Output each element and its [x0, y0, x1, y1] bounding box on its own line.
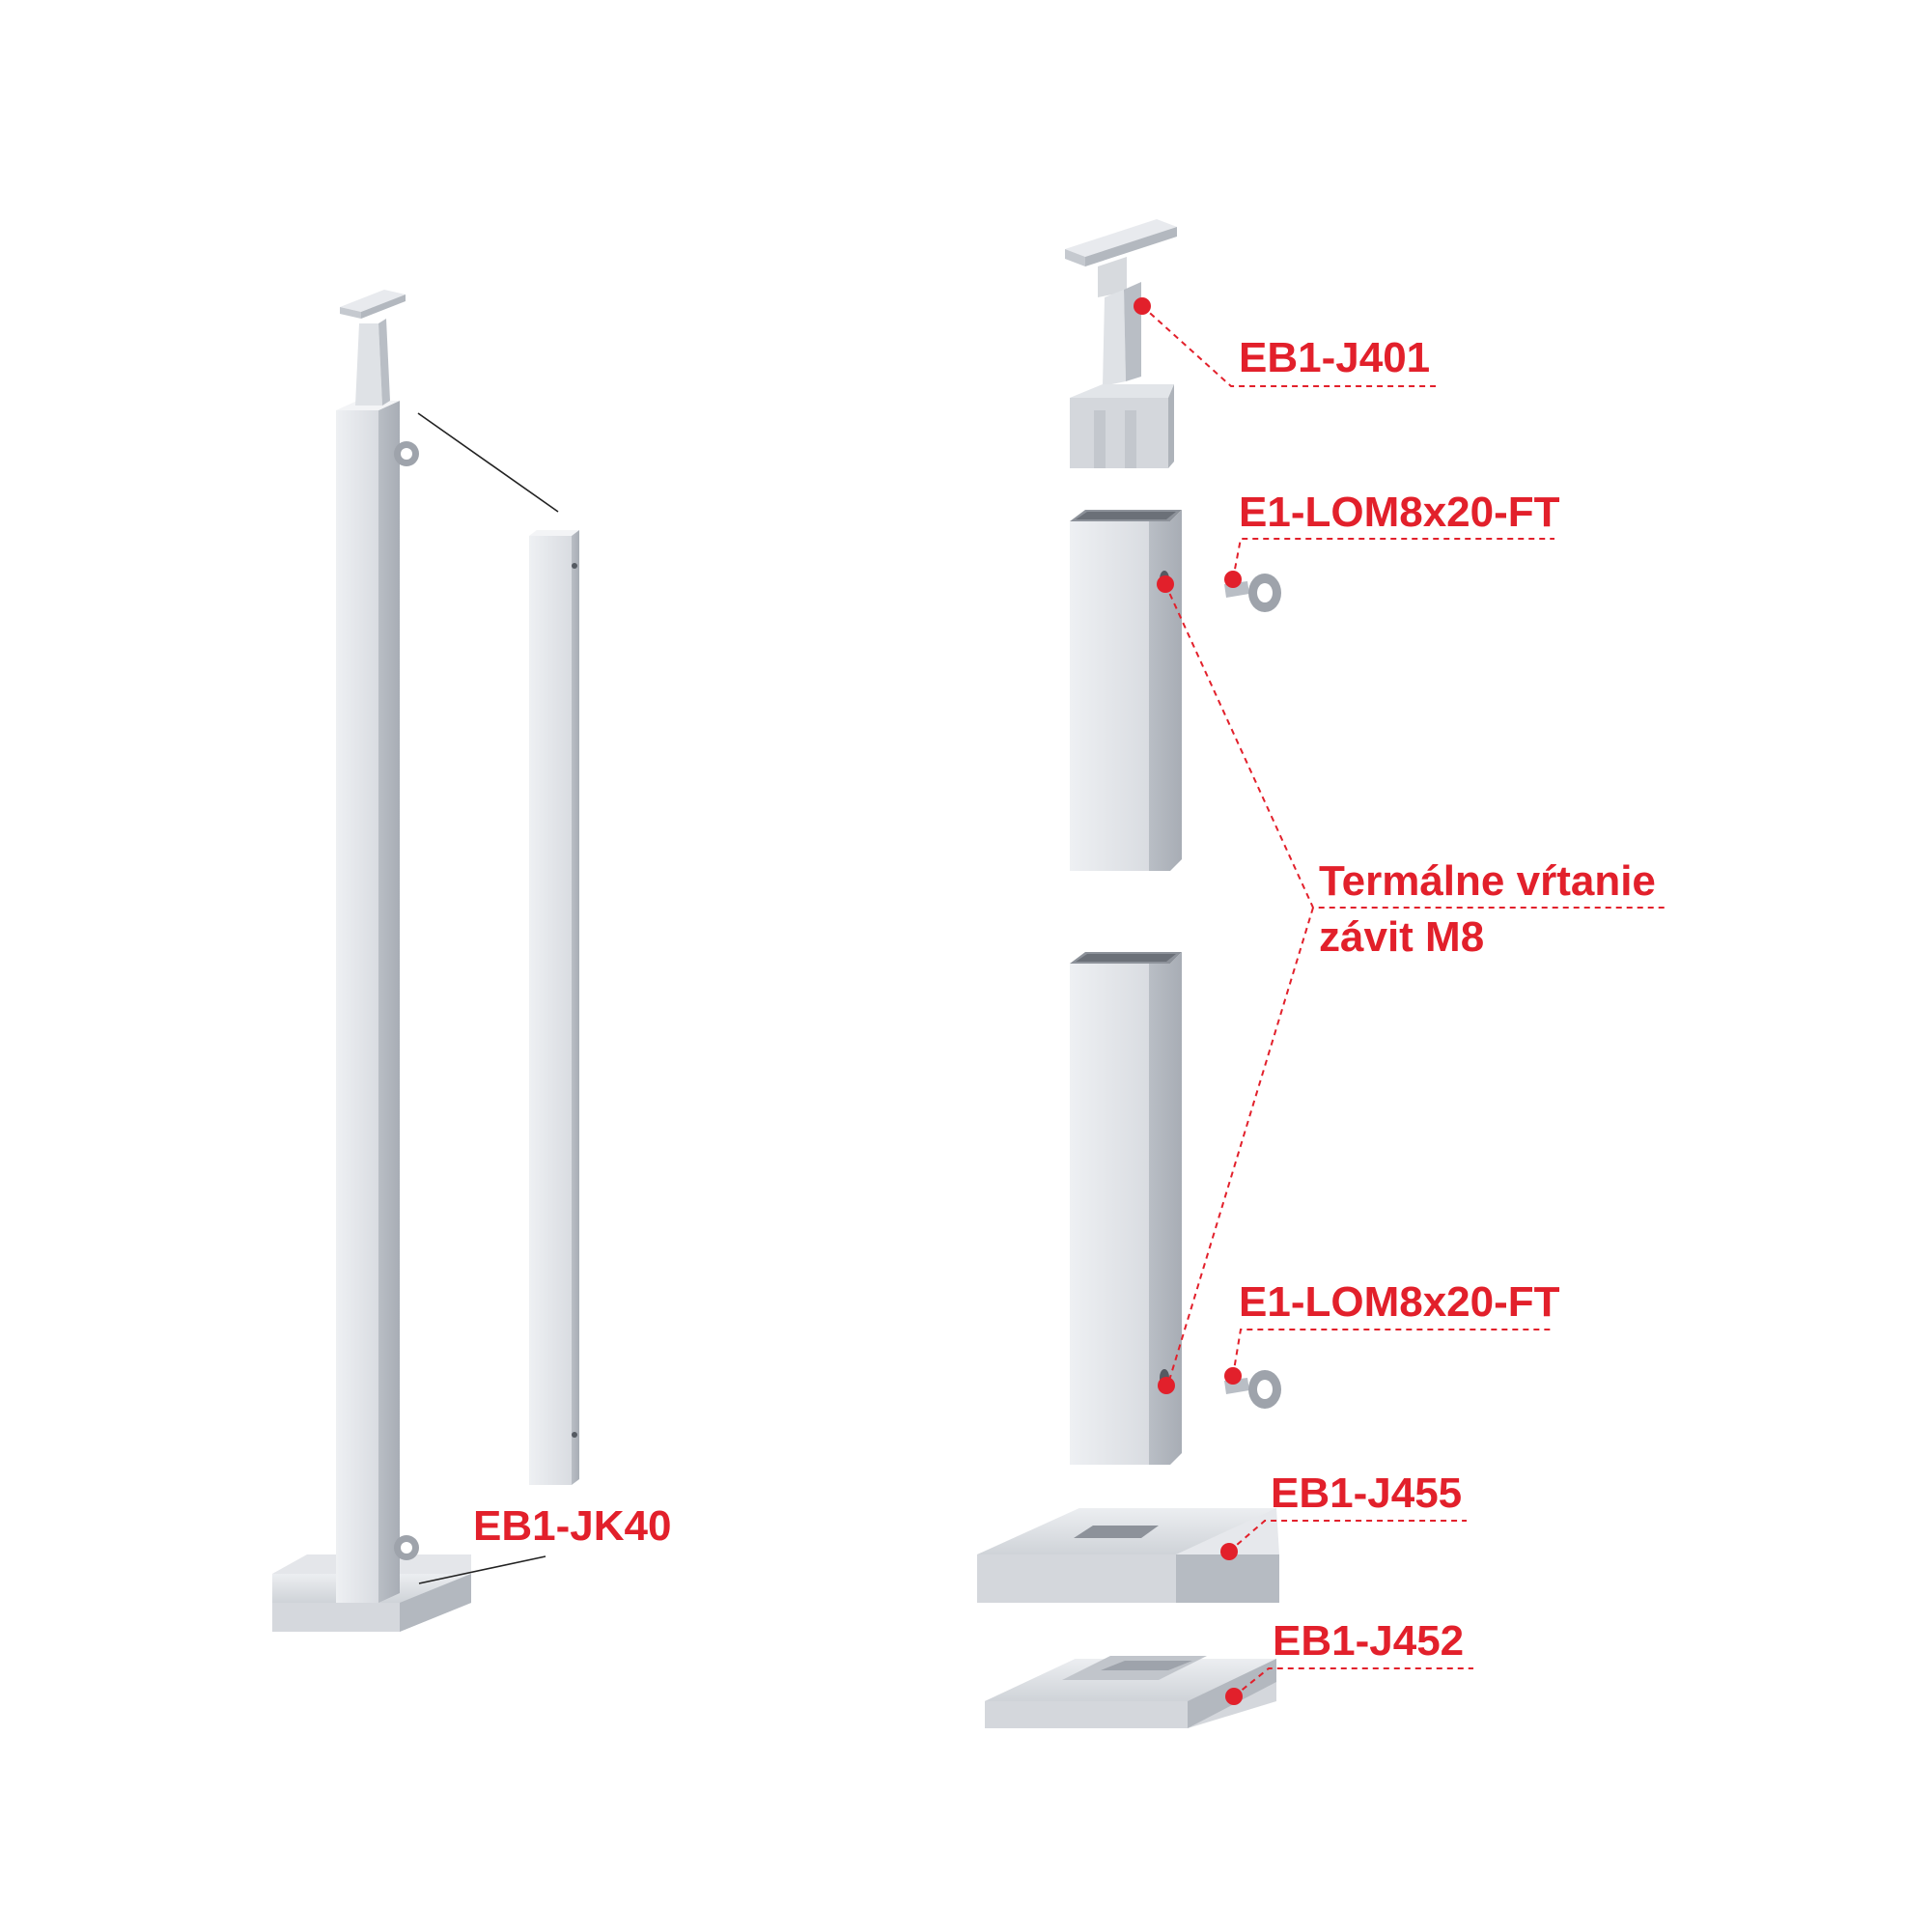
- callout-line-eye-bolt-bottom: [1232, 1329, 1554, 1377]
- dot-handrail-holder: [1134, 297, 1151, 315]
- label-base-plate: EB1-J452: [1273, 1617, 1464, 1665]
- label-handrail-holder: EB1-J401: [1239, 334, 1430, 381]
- upper-tube-section: [1070, 510, 1182, 871]
- label-thermal-drilling-line2: závit M8: [1319, 913, 1484, 961]
- assembled-eye-bolt-top: [394, 441, 419, 466]
- dot-eye-bolt-bottom: [1224, 1367, 1242, 1385]
- leader-line-top: [417, 412, 559, 513]
- callout-line-eye-bolt-top: [1232, 538, 1554, 580]
- dot-thermal-drilling-bottom: [1158, 1377, 1175, 1394]
- dot-cover-cap: [1220, 1543, 1238, 1560]
- callout-dots: [1134, 297, 1243, 1705]
- callouts: [1141, 305, 1666, 1697]
- assembled-handrail-holder: [340, 290, 406, 406]
- callout-line-base-plate: [1233, 1667, 1473, 1697]
- cover-cap-part: [977, 1508, 1279, 1603]
- label-eye-bolt-top: E1-LOM8x20-FT: [1239, 489, 1560, 536]
- assembled-eye-bolt-bottom: [394, 1535, 419, 1560]
- assembled-post: [272, 290, 471, 1632]
- label-cover-cap: EB1-J455: [1271, 1470, 1462, 1517]
- assembled-main-tube: [336, 401, 400, 1603]
- callout-line-cover-cap: [1228, 1520, 1467, 1553]
- leader-line-bottom: [418, 1555, 546, 1584]
- dot-thermal-drilling-top: [1157, 575, 1174, 593]
- label-assembled-post: EB1-JK40: [473, 1502, 671, 1550]
- separate-tube: [529, 530, 579, 1485]
- callout-line-handrail-holder: [1141, 305, 1436, 387]
- eye-bolt-top-part: [1224, 574, 1281, 612]
- handrail-holder-part: [1065, 219, 1177, 468]
- dot-base-plate: [1225, 1688, 1243, 1705]
- dot-eye-bolt-top: [1224, 571, 1242, 588]
- callout-labels: EB1-J401 E1-LOM8x20-FT Termálne vŕtanie …: [1239, 334, 1656, 1665]
- callout-line-thermal-drilling-lower: [1167, 907, 1314, 1385]
- base-plate-part: [985, 1656, 1276, 1728]
- label-thermal-drilling-line1: Termálne vŕtanie: [1319, 857, 1656, 905]
- label-eye-bolt-bottom: E1-LOM8x20-FT: [1239, 1278, 1560, 1326]
- lower-tube-section: [1070, 952, 1182, 1465]
